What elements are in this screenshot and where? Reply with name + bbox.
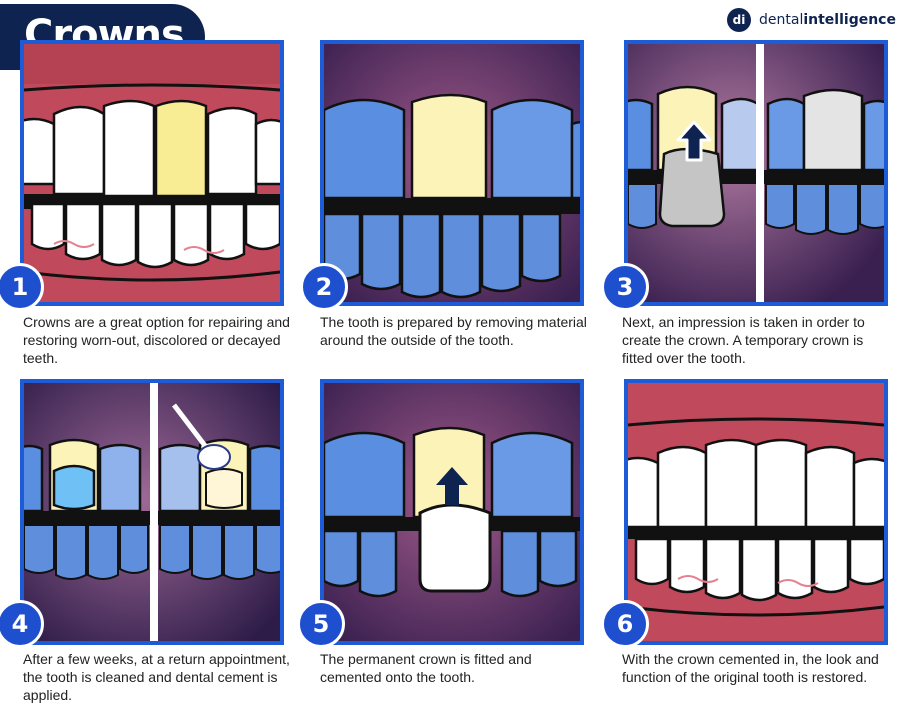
step-1-illustration	[20, 40, 284, 306]
step-3-illustration	[624, 40, 888, 306]
step-6-badge: 6	[601, 600, 649, 648]
logo-text: dentalintelligence	[759, 12, 896, 28]
step-2-badge: 2	[300, 263, 348, 311]
step-2-illustration	[320, 40, 584, 306]
step-4-badge: 4	[0, 600, 44, 648]
step-6-caption: With the crown cemented in, the look and…	[622, 651, 879, 685]
step-5-illustration	[320, 379, 584, 645]
step-3-badge: 3	[601, 263, 649, 311]
brand-logo: di dentalintelligence	[727, 8, 896, 32]
step-2-caption: The tooth is prepared by removing materi…	[320, 314, 587, 348]
step-3-caption: Next, an impression is taken in order to…	[622, 314, 865, 366]
step-1-badge: 1	[0, 263, 44, 311]
arrow-up-icon	[436, 467, 468, 505]
step-4-illustration	[20, 379, 284, 645]
step-5-badge: 5	[297, 600, 345, 648]
arrow-up-icon	[676, 120, 712, 162]
step-5-caption: The permanent crown is fitted and cement…	[320, 651, 532, 685]
logo-badge-icon: di	[727, 8, 751, 32]
step-1-caption: Crowns are a great option for repairing …	[23, 314, 290, 366]
step-4-caption: After a few weeks, at a return appointme…	[23, 651, 290, 703]
step-6-illustration	[624, 379, 888, 645]
